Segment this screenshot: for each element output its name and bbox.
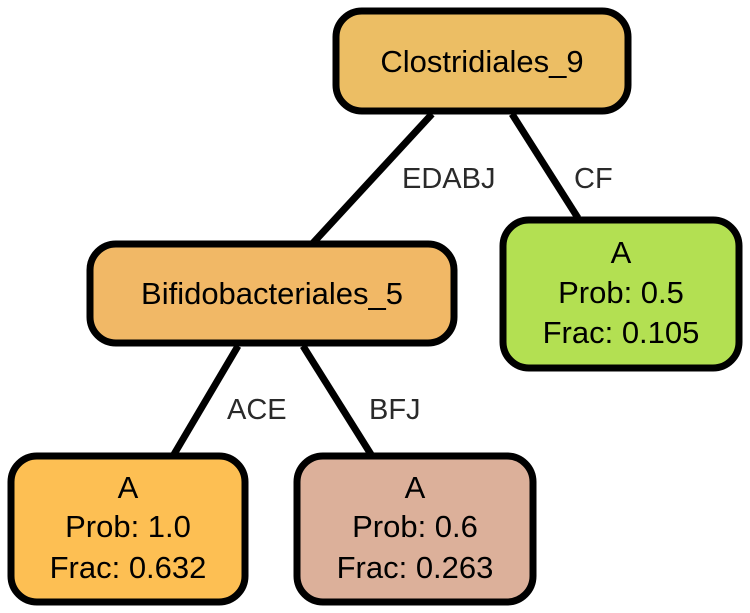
leaf-ace-box: [7, 452, 249, 606]
leaf-cf-prob: Prob: 0.5: [558, 275, 684, 310]
edge-label-ace: ACE: [227, 394, 287, 426]
root-node: Clostridiales_9: [332, 7, 632, 115]
edge-labels: EDABJ CF ACE BFJ: [227, 163, 613, 426]
edge-internal-to-leaf-ace: [169, 344, 242, 458]
leaf-cf-frac: Frac: 0.105: [543, 315, 700, 350]
leaf-node-cf: A Prob: 0.5 Frac: 0.105: [499, 216, 743, 372]
edge-label-cf: CF: [574, 163, 613, 195]
internal-node-box: [86, 240, 458, 347]
leaf-bfj-class: A: [405, 470, 426, 505]
leaf-cf-box: [499, 216, 743, 372]
root-node-label: Clostridiales_9: [380, 44, 583, 79]
edge-label-bfj: BFJ: [369, 394, 421, 426]
internal-node-label: Bifidobacteriales_5: [141, 276, 403, 311]
leaf-cf-class: A: [611, 235, 632, 270]
leaf-ace-class: A: [118, 470, 139, 505]
leaf-node-ace: A Prob: 1.0 Frac: 0.632: [7, 452, 249, 606]
leaf-ace-frac: Frac: 0.632: [50, 550, 207, 585]
root-node-box: [332, 7, 632, 115]
edge-root-to-internal: [310, 111, 435, 246]
leaf-node-bfj: A Prob: 0.6 Frac: 0.263: [293, 452, 537, 606]
edge-root-to-leaf-cf: [509, 112, 581, 220]
leaf-bfj-box: [293, 452, 537, 606]
internal-node: Bifidobacteriales_5: [86, 240, 458, 347]
leaf-bfj-prob: Prob: 0.6: [352, 509, 478, 544]
edges: [169, 111, 581, 458]
leaf-bfj-frac: Frac: 0.263: [337, 550, 494, 585]
edge-label-edabj: EDABJ: [402, 163, 495, 195]
edge-internal-to-leaf-bfj: [300, 344, 375, 458]
leaf-ace-prob: Prob: 1.0: [65, 509, 191, 544]
